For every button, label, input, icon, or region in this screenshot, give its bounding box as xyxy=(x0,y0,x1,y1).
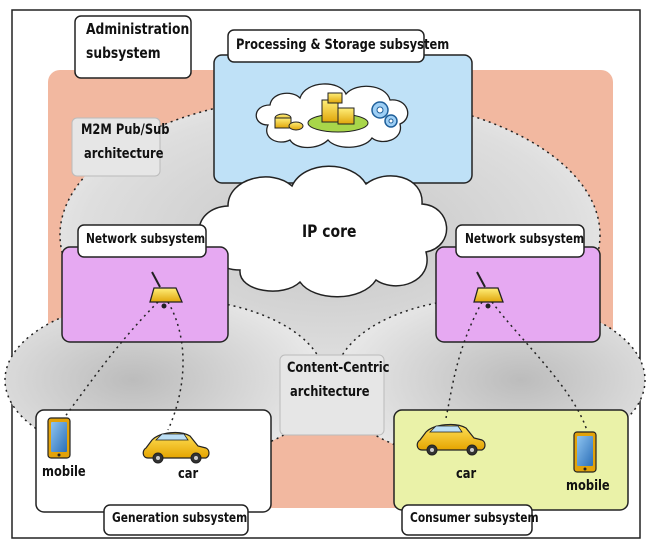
network-left-title: Network subsystem xyxy=(86,232,206,247)
ip-core-cloud xyxy=(198,165,448,298)
administration-title-box xyxy=(74,15,192,79)
content-centric-label-box xyxy=(279,354,385,436)
car-icon xyxy=(416,423,486,456)
network-right-title: Network subsystem xyxy=(465,232,585,247)
processing-title-box xyxy=(227,29,425,63)
network-left-box xyxy=(61,246,229,343)
generation-car-label: car xyxy=(178,466,199,482)
processing-title: Processing & Storage subsystem xyxy=(236,37,450,53)
consumer-car-label: car xyxy=(456,466,477,482)
administration-title-line2: subsystem xyxy=(86,44,161,62)
generation-title: Generation subsystem xyxy=(112,511,248,526)
network-right-title-box xyxy=(455,224,585,258)
generation-title-box xyxy=(103,504,249,536)
link-router-mobile xyxy=(63,301,159,419)
network-right-box xyxy=(435,246,601,343)
mobile-phone-icon xyxy=(47,417,71,459)
content-centric-title-line1: Content-Centric xyxy=(287,360,390,376)
data-cloud-icon xyxy=(255,83,409,149)
administration-title-line1: Administration xyxy=(86,20,190,38)
m2m-label-box xyxy=(71,117,161,177)
consumer-title-box xyxy=(401,504,533,536)
m2m-title-line2: architecture xyxy=(84,146,164,162)
ip-core-label: IP core xyxy=(302,222,357,242)
consumer-title: Consumer subsystem xyxy=(410,511,539,526)
content-centric-title-line2: architecture xyxy=(290,384,370,400)
m2m-title-line1: M2M Pub/Sub xyxy=(81,122,170,138)
router-icon xyxy=(473,271,504,309)
mobile-phone-icon xyxy=(573,431,597,473)
router-icon xyxy=(149,271,183,309)
network-left-title-box xyxy=(77,224,207,258)
consumer-mobile-label: mobile xyxy=(566,478,610,494)
generation-mobile-label: mobile xyxy=(42,464,86,480)
car-icon xyxy=(142,431,210,464)
